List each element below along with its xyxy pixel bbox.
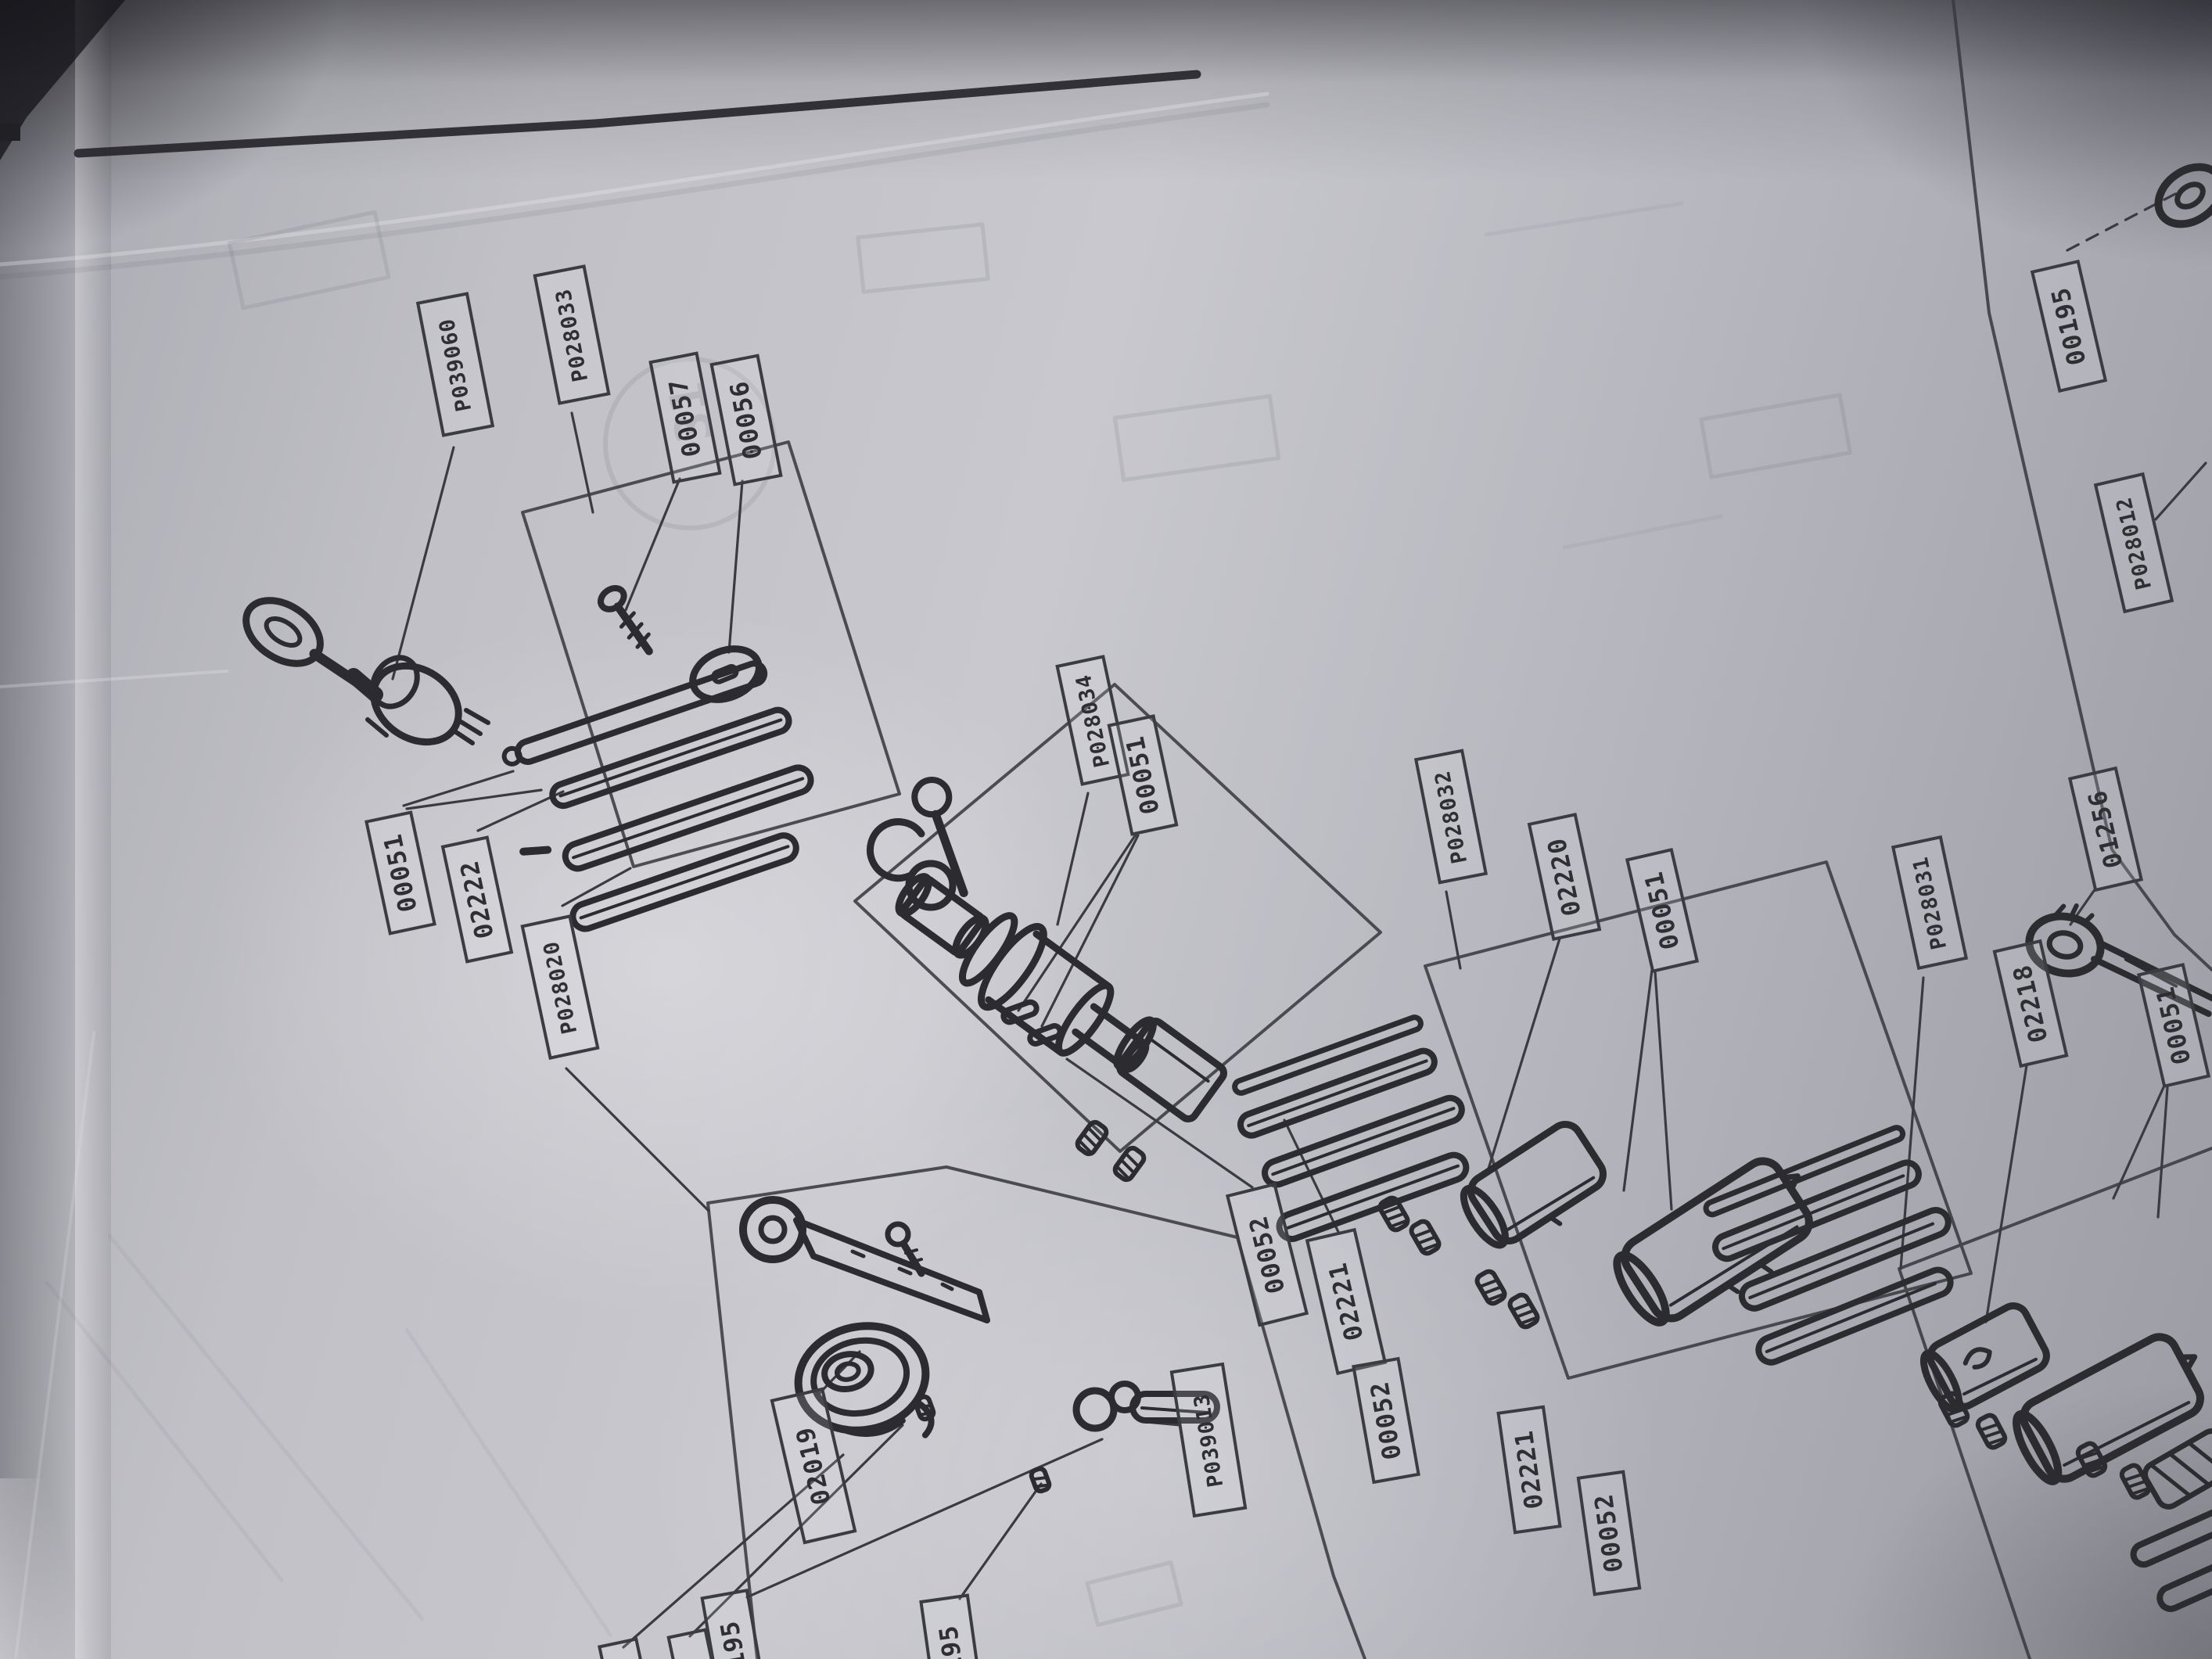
part-label-text: 00051 (2150, 983, 2197, 1068)
part-label-text: 02019 (790, 1424, 837, 1508)
part-label-text: 00052 (1243, 1212, 1291, 1297)
cylinder-shells-bottom-right-drawing (1919, 1302, 2212, 1612)
photo-shadow-wedge (0, 0, 125, 160)
part-label-text: P028033 (551, 285, 593, 384)
part-label-text: 02221 (1509, 1428, 1549, 1511)
tumbler-pin-set-b-drawing (1232, 1014, 1470, 1242)
part-label-text: 02218 (2007, 961, 2054, 1046)
group-box-a (521, 440, 901, 868)
part-label-text: P028012 (2111, 494, 2156, 592)
part-label-text: 02221 (1323, 1259, 1370, 1344)
part-label-text: 00052 (1589, 1492, 1629, 1575)
part-label-text: P039060 (434, 315, 476, 414)
small-pins-drawing (1000, 999, 1063, 1047)
part-label-text: P028032 (1430, 767, 1472, 866)
page-fold-highlight (75, 0, 111, 1659)
part-label-text: P028020 (538, 938, 582, 1036)
group-box-f (706, 1165, 1366, 1659)
part-label-text: 00051 (377, 831, 424, 915)
key-right-edge-drawing (2025, 903, 2212, 1018)
part-label-text: P028034 (1071, 671, 1115, 770)
part-label-text: 00195 (2045, 284, 2092, 368)
part-label-text: 00056 (724, 378, 769, 462)
cylinder-shells-middle-drawing (1377, 1121, 1813, 1330)
part-label-text: 00051 (1119, 733, 1166, 817)
show-through-ghosts (45, 201, 1852, 1637)
part-label-text: 00195 (933, 1623, 974, 1659)
paper-creases (0, 92, 1270, 1659)
part-label-text: 00051 (1639, 868, 1686, 953)
page-corner-edge (0, 1478, 86, 1659)
tumbler-pin-set-c-drawing (1703, 1125, 1954, 1366)
part-label-text: 00052 (1364, 1378, 1408, 1463)
lever-arm-with-ring-drawing (739, 1196, 990, 1323)
part-label-text: P039013 (1189, 1391, 1228, 1489)
grommet-pulley-drawing (794, 1322, 935, 1438)
ghost-stamp-text: 31 (658, 377, 726, 447)
tiny-springs-drawing (913, 1394, 1052, 1494)
page-top-rule (0, 70, 1201, 158)
tumbler-pin-set-a-drawing (501, 660, 814, 932)
small-screw-drawing (597, 584, 653, 655)
coil-springs-drawing (1075, 1119, 1147, 1183)
part-label-text: 01256 (2082, 787, 2129, 871)
part-label-text: 00195 (714, 1618, 757, 1659)
part-label-text: P028031 (1908, 853, 1952, 952)
page-left-shadow (0, 0, 75, 1659)
group-box-b (853, 683, 1382, 1153)
key-top-right-drawing (2154, 163, 2212, 228)
group-box-e (1952, 0, 2212, 971)
group-box-c (1424, 860, 1973, 1380)
group-box-d (1898, 1147, 2212, 1659)
group-outline-boxes (521, 0, 2212, 1659)
part-label-text: 02222 (454, 857, 501, 942)
small-lever-drawing (1072, 1381, 1220, 1432)
leader-lines (391, 185, 2207, 1649)
cylinder-sleeve-drawing (1113, 1016, 1227, 1122)
key-with-cylinder-plug-drawing (242, 597, 490, 746)
part-label-text: 02220 (1541, 835, 1588, 919)
